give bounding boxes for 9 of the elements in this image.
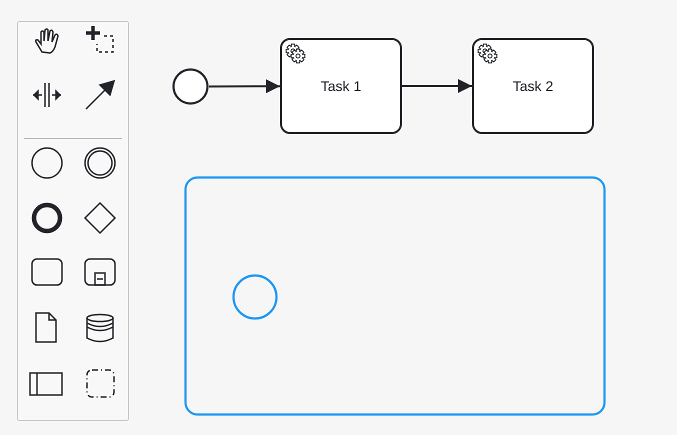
task-box: [472, 38, 594, 134]
sequence-flow-arrow: [402, 79, 472, 93]
start-event-circle: [172, 68, 209, 105]
selected-circle: [232, 274, 278, 320]
task-box: [280, 38, 402, 134]
selected-shape-outline: [184, 176, 606, 416]
sequence-flow-arrow: [209, 79, 280, 94]
task-label: Task 2: [512, 78, 554, 94]
task-label: Task 1: [320, 78, 362, 94]
